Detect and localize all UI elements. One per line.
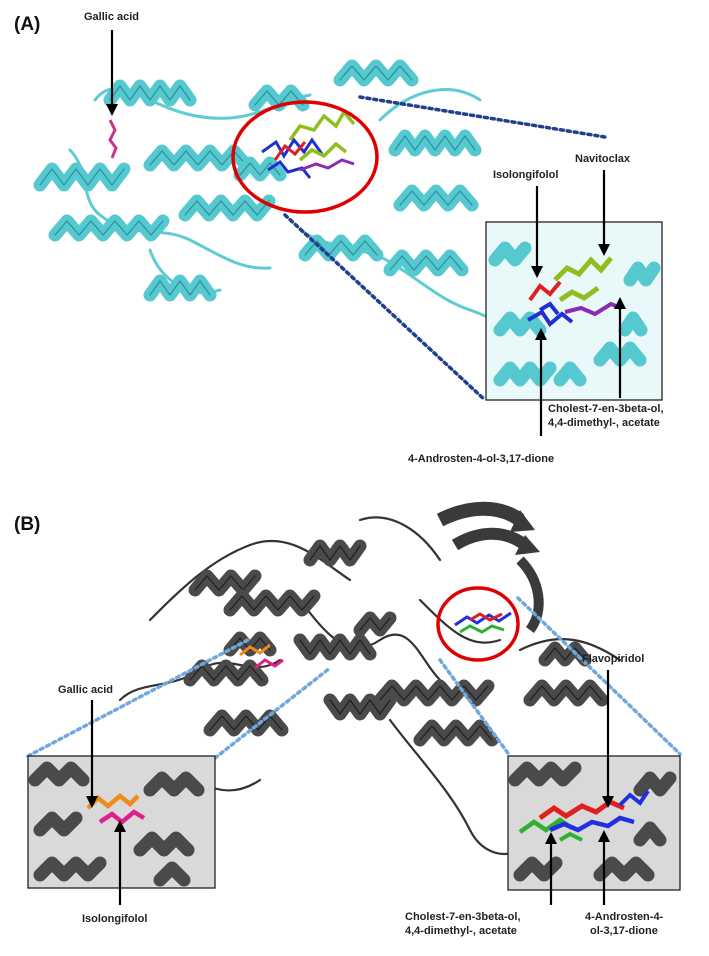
panel-a-cholest-arrowhead <box>614 297 626 309</box>
panel-a-isolongifolol-arrowhead <box>531 266 543 278</box>
panel-b-isolongifolol-arrowhead <box>114 820 126 832</box>
panel-b-right-inset <box>507 755 681 891</box>
panel-a-gallic-acid-ligand <box>108 119 118 159</box>
panel-b: (B) <box>14 501 682 937</box>
panel-b-androsten-label-1: 4-Androsten-4- <box>585 911 664 923</box>
panel-a-androsten-label: 4-Androsten-4-ol-3,17-dione <box>408 453 554 465</box>
panel-a-dotted-line-top <box>358 95 607 139</box>
panel-b-isolongifolol-label: Isolongifolol <box>82 913 147 925</box>
panel-b-dotted-line-right-bottom <box>438 658 512 758</box>
panel-b-gallic-site <box>239 643 284 670</box>
panel-b-androsten-label-2: ol-3,17-dione <box>590 925 658 937</box>
panel-b-flavopiridol-label: Flavopiridol <box>582 653 644 665</box>
panel-a-cholest-label-2: 4,4-dimethyl-, acetate <box>548 417 660 429</box>
panel-b-cholest-label-1: Cholest-7-en-3beta-ol, <box>405 911 521 923</box>
panel-b-gallic-acid-arrowhead <box>86 796 98 808</box>
panel-a-gallic-acid-label: Gallic acid <box>84 11 139 23</box>
panel-b-label: (B) <box>14 514 40 535</box>
panel-b-left-inset <box>27 755 216 889</box>
panel-b-androsten-arrowhead <box>598 830 610 842</box>
panel-b-dotted-line-right-top <box>516 596 682 756</box>
panel-a-gallic-acid-arrowhead <box>106 104 118 116</box>
panel-b-flavopiridol-arrowhead <box>602 796 614 808</box>
panel-a: (A) <box>14 11 664 465</box>
panel-a-inset <box>485 221 663 401</box>
panel-b-cholest-arrowhead <box>545 832 557 844</box>
panel-a-protein-cartoon <box>33 59 562 335</box>
panel-b-highlight-circle <box>436 586 520 662</box>
panel-a-isolongifolol-label: Isolongifolol <box>493 169 558 181</box>
panel-b-dotted-line-left-top <box>26 638 250 758</box>
panel-a-androsten-arrowhead <box>535 328 547 340</box>
panel-b-binding-site <box>454 611 512 634</box>
panel-a-navitoclax-arrowhead <box>598 244 610 256</box>
panel-b-dotted-line-left-bottom <box>213 666 332 760</box>
panel-a-navitoclax-label: Navitoclax <box>575 153 631 165</box>
panel-b-cholest-label-2: 4,4-dimethyl-, acetate <box>405 925 517 937</box>
panel-a-cholest-label-1: Cholest-7-en-3beta-ol, <box>548 403 664 415</box>
panel-a-label: (A) <box>14 14 40 35</box>
panel-a-highlight-circle <box>231 100 379 214</box>
panel-b-gallic-acid-label: Gallic acid <box>58 684 113 696</box>
panel-a-dotted-line-bottom <box>283 213 487 402</box>
panel-b-protein-cartoon <box>118 501 622 855</box>
